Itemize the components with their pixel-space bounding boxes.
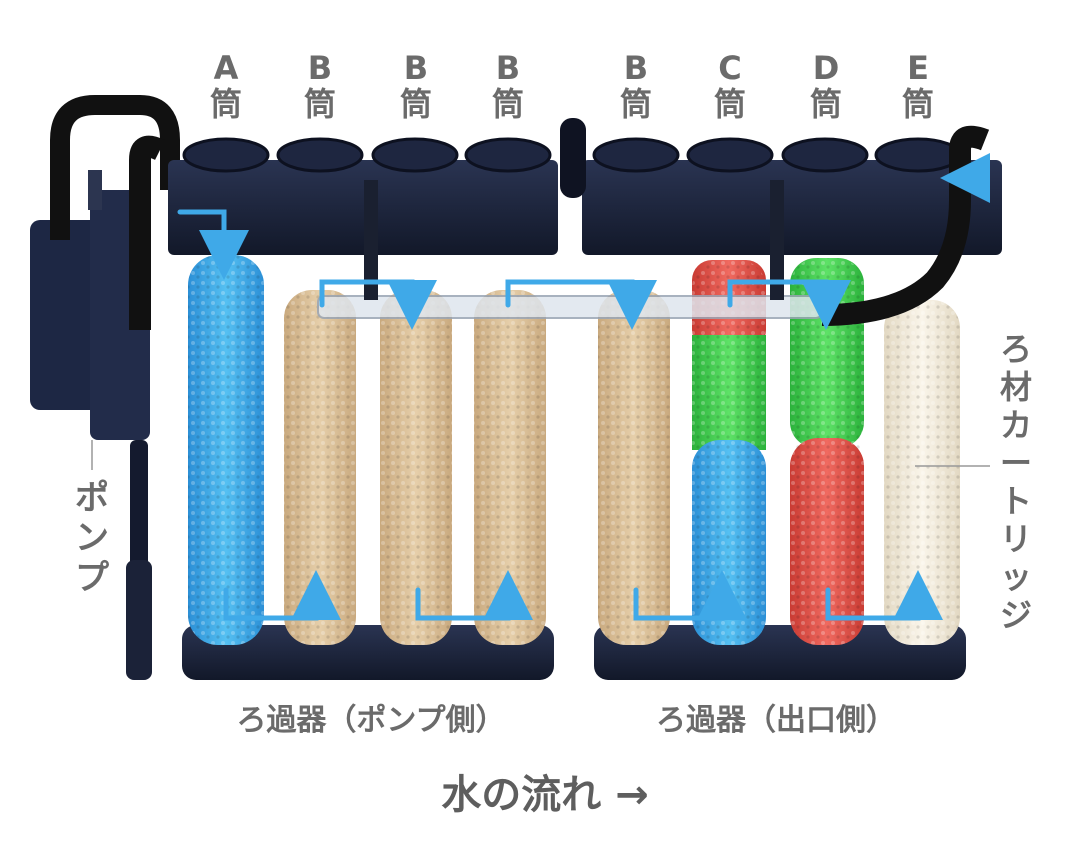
column-kanji-A: 筒	[209, 85, 242, 123]
column-label-B3: B	[495, 49, 521, 87]
column-kanji-B3: 筒	[491, 85, 524, 123]
top-manifold	[168, 118, 1002, 255]
cylinder-B3	[474, 290, 546, 645]
flow-arrows	[177, 153, 990, 621]
cartridge-label: ろ材カートリッジ	[999, 330, 1032, 634]
column-label-D: D	[812, 49, 840, 87]
column-kanji-B4: 筒	[619, 85, 652, 123]
column-kanji-C: 筒	[713, 85, 746, 123]
cylinder-B2	[380, 290, 452, 645]
filter-outlet-side-label: ろ過器（出口側）	[656, 703, 896, 738]
column-label-B2: B	[403, 49, 429, 87]
column-kanji-D: 筒	[809, 85, 842, 123]
column-label-A: A	[213, 49, 239, 87]
column-label-C: C	[718, 49, 742, 87]
column-label-E: E	[907, 49, 929, 87]
cylinder-E	[884, 300, 960, 645]
column-label-B1: B	[307, 49, 333, 87]
column-kanji-E: 筒	[901, 85, 934, 123]
cylinder-B1	[284, 290, 356, 645]
pump-unit	[30, 95, 180, 680]
pump-label: ポンプ	[75, 478, 109, 598]
column-label-B4: B	[623, 49, 649, 87]
bottom-base	[182, 625, 966, 680]
leader-lines	[91, 440, 990, 470]
outlet-hose	[821, 125, 990, 326]
filter-pump-side-label: ろ過器（ポンプ側）	[236, 703, 506, 738]
cylinder-B4	[598, 290, 670, 645]
column-kanji-B1: 筒	[303, 85, 336, 123]
cylinder-A	[188, 255, 264, 645]
water-flow-label: 水の流れ →	[441, 772, 649, 818]
column-kanji-B2: 筒	[399, 85, 432, 123]
